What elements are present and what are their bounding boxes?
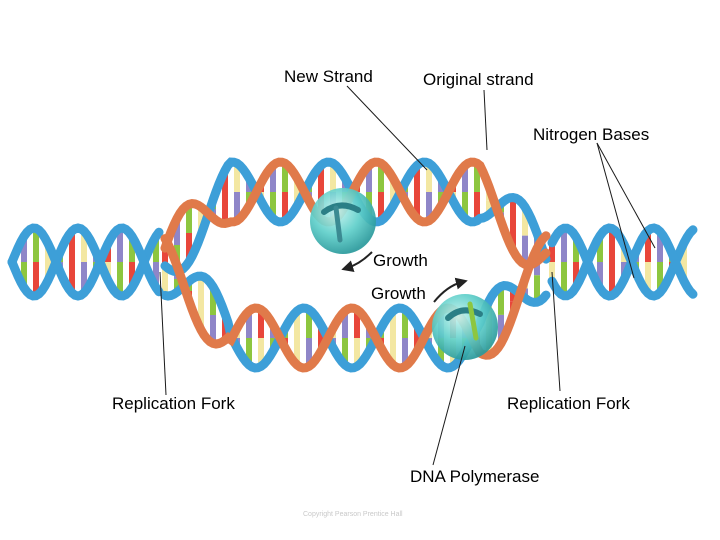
- label-nitrogen-bases: Nitrogen Bases: [533, 125, 650, 144]
- leader-line-nitrogen-bases: [596, 142, 656, 249]
- curved-arrow-icon: [341, 251, 373, 272]
- leader-line-new-strand: [346, 85, 428, 171]
- backbone-strand: [547, 223, 698, 301]
- polymerase-enzyme-icon: [310, 188, 376, 254]
- leader-line-fork-left: [159, 271, 167, 396]
- label-growth-top: Growth: [373, 251, 428, 270]
- leader-line-fork-right: [551, 271, 561, 392]
- backbone-strand: [160, 157, 551, 270]
- leader-lines: [159, 85, 656, 466]
- label-replication-fork-right: Replication Fork: [507, 394, 630, 413]
- label-original-strand: Original strand: [423, 70, 534, 89]
- label-replication-fork-left: Replication Fork: [112, 394, 235, 413]
- leader-line-original-strand: [483, 89, 488, 151]
- curved-arrow-icon: [433, 277, 468, 303]
- helix-right: [547, 223, 698, 301]
- leader-line-dna-polymerase: [432, 345, 466, 466]
- copyright-text: Copyright Pearson Prentice Hall: [303, 511, 403, 518]
- helix-left: [7, 223, 164, 301]
- backbone-strand: [7, 223, 164, 301]
- polymerase-enzyme-icon: [432, 294, 498, 360]
- backbone-strand: [547, 223, 698, 301]
- backbone-strand: [7, 223, 164, 301]
- leader-line-nitrogen-bases: [596, 142, 635, 279]
- label-new-strand: New Strand: [284, 67, 373, 86]
- label-dna-polymerase: DNA Polymerase: [410, 467, 540, 486]
- label-growth-bottom: Growth: [371, 284, 426, 303]
